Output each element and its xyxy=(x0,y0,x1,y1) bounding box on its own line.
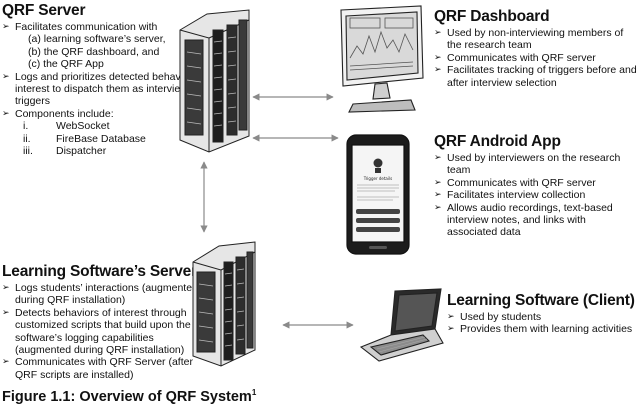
list-item: Facilitates tracking of triggers before … xyxy=(434,64,638,89)
qrf-server-block: QRF Server Facilitates communication wit… xyxy=(2,2,212,157)
server-rack-icon xyxy=(179,9,250,153)
qrf-server-facilitates: Facilitates communication with xyxy=(15,21,158,33)
list-item: Logs students’ interactions (augmented d… xyxy=(2,282,204,307)
list-item: Facilitates communication with (a) learn… xyxy=(2,21,212,71)
list-item: (a) learning software’s server, xyxy=(28,33,166,46)
list-item: (b) the QRF dashboard, and xyxy=(28,45,160,58)
list-item: Used by students xyxy=(447,311,639,324)
learning-client-title: Learning Software (Client) xyxy=(447,292,635,309)
qrf-server-components: Components include: xyxy=(15,107,114,120)
list-item: Used by interviewers on the research tea… xyxy=(434,152,638,177)
list-item: i.WebSocket xyxy=(23,120,110,133)
list-item: Communicates with QRF Server (after QRF … xyxy=(2,356,204,381)
server-rack-icon-learning xyxy=(192,241,256,367)
learning-server-title: Learning Software’s Server xyxy=(2,263,197,280)
qrf-android-app-list: Used by interviewers on the research tea… xyxy=(434,152,638,239)
list-item: Provides them with learning activities xyxy=(447,323,639,336)
learning-client-block: Learning Software (Client) Used by stude… xyxy=(447,292,639,336)
qrf-dashboard-block: QRF Dashboard Used by non-interviewing m… xyxy=(434,8,638,89)
qrf-android-app-block: QRF Android App Used by interviewers on … xyxy=(434,133,638,239)
qrf-server-list: Facilitates communication with (a) learn… xyxy=(2,21,212,157)
learning-server-list: Logs students’ interactions (augmented d… xyxy=(2,282,204,381)
list-item: Logs and prioritizes detected behaviors … xyxy=(2,71,212,108)
list-item: ii.FireBase Database xyxy=(23,132,146,145)
qrf-server-facilitates-sublist: (a) learning software’s server, (b) the … xyxy=(15,33,212,70)
qrf-server-title: QRF Server xyxy=(2,2,86,19)
qrf-dashboard-title: QRF Dashboard xyxy=(434,8,550,25)
qrf-android-app-title: QRF Android App xyxy=(434,133,561,150)
list-item: Detects behaviors of interest through cu… xyxy=(2,307,204,357)
phone-icon: Trigger details xyxy=(346,134,410,255)
list-item: (c) the QRF App xyxy=(28,58,104,71)
laptop-icon xyxy=(359,288,444,362)
list-item: Communicates with QRF server xyxy=(434,177,638,190)
list-item: iii.Dispatcher xyxy=(23,145,107,158)
figure-caption: Figure 1.1: Overview of QRF System1 xyxy=(2,388,257,405)
list-item: Communicates with QRF server xyxy=(434,52,638,65)
learning-client-list: Used by students Provides them with lear… xyxy=(447,311,639,336)
list-item: Allows audio recordings, text-based inte… xyxy=(434,202,638,239)
learning-server-block: Learning Software’s Server Logs students… xyxy=(2,263,204,381)
list-item: Facilitates interview collection xyxy=(434,189,638,202)
phone-screen-heading: Trigger details xyxy=(363,176,392,181)
monitor-icon xyxy=(340,5,424,113)
list-item: Used by non-interviewing members of the … xyxy=(434,27,638,52)
list-item: Components include: i.WebSocket ii.FireB… xyxy=(2,108,212,158)
qrf-dashboard-list: Used by non-interviewing members of the … xyxy=(434,27,638,89)
qrf-server-components-list: i.WebSocket ii.FireBase Database iii.Dis… xyxy=(15,120,212,157)
